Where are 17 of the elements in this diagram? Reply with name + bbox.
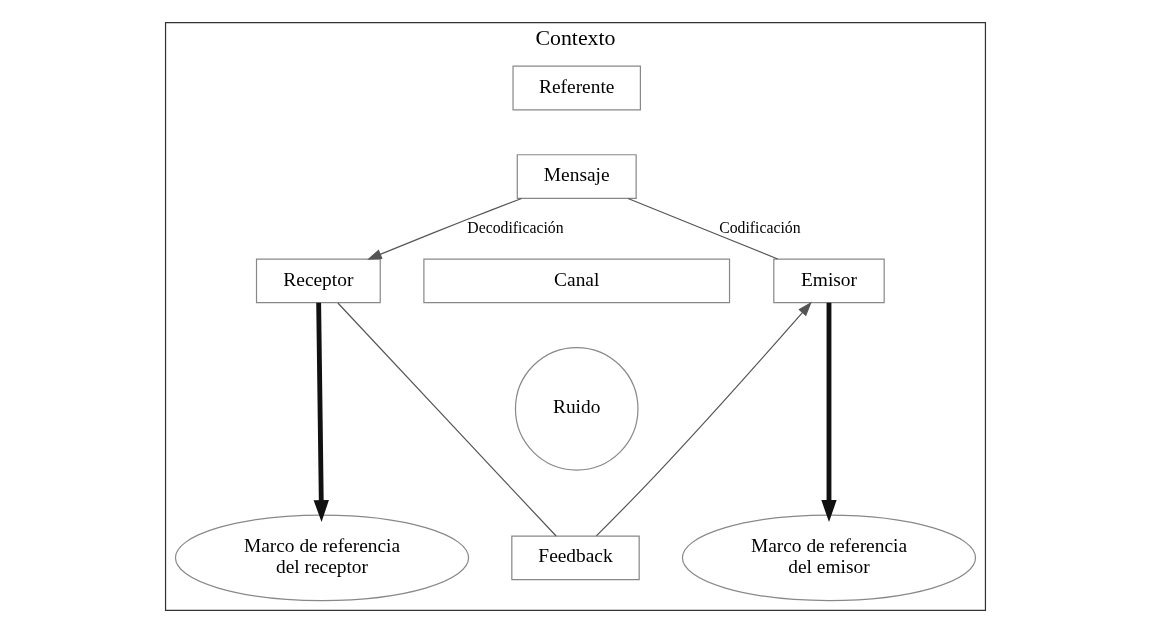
node-ellipse: Marco de referencia del receptor: [174, 514, 470, 602]
connector: [337, 302, 557, 537]
node-box: Mensaje: [516, 154, 637, 200]
arrow: [367, 197, 523, 260]
node-box: Referente: [512, 65, 641, 111]
arrow: [313, 302, 329, 522]
arrow: [595, 301, 812, 537]
node-box: Feedback: [511, 535, 640, 581]
node-circle: Ruido: [514, 347, 639, 471]
node-box: Canal: [423, 258, 731, 304]
connector: [627, 197, 779, 260]
node-ellipse: Marco de referencia del emisor: [681, 514, 977, 602]
edge-label: Codificación: [719, 218, 801, 236]
node-box: Emisor: [773, 258, 885, 304]
node-box: Receptor: [255, 258, 381, 304]
arrow: [821, 302, 837, 522]
edge-label: Decodificación: [467, 218, 564, 236]
